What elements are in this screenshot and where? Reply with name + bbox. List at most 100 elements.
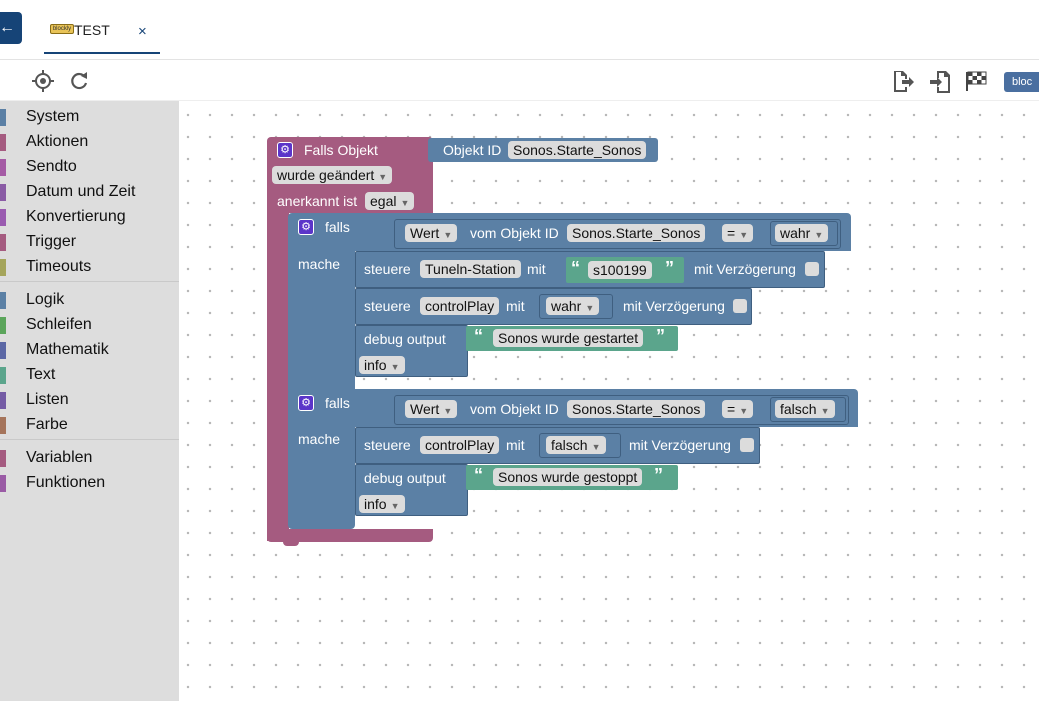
toolbar	[0, 61, 1039, 101]
category-system[interactable]: System	[0, 105, 179, 130]
gear-icon[interactable]: ⚙	[298, 395, 314, 411]
category-schleifen[interactable]: Schleifen	[0, 313, 179, 338]
blockly-thumb-icon: blockly	[50, 24, 74, 34]
if1-falls-label: falls	[325, 219, 350, 235]
trigger-block-tab	[283, 540, 299, 546]
gear-icon[interactable]: ⚙	[277, 142, 293, 158]
dropdown-arrow-icon: ▼	[390, 362, 400, 372]
debug-level-dropdown[interactable]: info▼	[359, 495, 405, 513]
category-label: Datum und Zeit	[26, 183, 136, 200]
object-id-field[interactable]: Sonos.Starte_Sonos	[508, 141, 647, 159]
category-variablen[interactable]: Variablen	[0, 446, 179, 471]
category-color-bar	[0, 109, 6, 126]
trigger-block-bottom	[267, 529, 433, 542]
category-text[interactable]: Text	[0, 363, 179, 388]
op-value: =	[727, 401, 736, 417]
category-label: Konvertierung	[26, 208, 126, 225]
dropdown-arrow-icon: ▼	[390, 501, 400, 511]
category-color-bar	[0, 317, 6, 334]
import-icon[interactable]	[929, 69, 953, 93]
debug-level-dropdown[interactable]: info▼	[359, 356, 405, 374]
if1-wert-dropdown[interactable]: Wert▼	[405, 224, 458, 242]
text-block[interactable]: “ Sonos wurde gestoppt ”	[466, 465, 678, 490]
divider	[0, 281, 179, 282]
checkered-flag-icon[interactable]	[964, 69, 988, 93]
bool-value: wahr	[551, 298, 582, 314]
if2-object-id-field[interactable]: Sonos.Starte_Sonos	[567, 400, 706, 418]
category-color-bar	[0, 209, 6, 226]
dropdown-arrow-icon: ▼	[443, 406, 453, 416]
divider	[0, 439, 179, 440]
category-funktionen[interactable]: Funktionen	[0, 471, 179, 496]
debug-block-2[interactable]: debug output info▼	[355, 464, 468, 516]
dropdown-arrow-icon: ▼	[443, 230, 453, 240]
debug-block-1[interactable]: debug output info▼	[355, 325, 468, 377]
text-block[interactable]: “ s100199 ”	[566, 257, 684, 283]
quote-close-icon: ”	[654, 465, 663, 485]
category-listen[interactable]: Listen	[0, 388, 179, 413]
changed-dropdown[interactable]: wurde geändert▼	[272, 166, 393, 184]
text-value-field[interactable]: Sonos wurde gestartet	[493, 329, 644, 347]
debug-output-label: debug output	[364, 470, 446, 486]
text-value-field[interactable]: Sonos wurde gestoppt	[493, 468, 643, 486]
mit-label: mit	[506, 298, 525, 314]
object-id-block[interactable]: Objekt ID Sonos.Starte_Sonos	[428, 138, 658, 162]
category-konvertierung[interactable]: Konvertierung	[0, 205, 179, 230]
category-label: Listen	[26, 391, 69, 408]
target-field[interactable]: controlPlay	[420, 436, 500, 454]
quote-close-icon: ”	[656, 326, 665, 346]
if2-op-dropdown[interactable]: =▼	[722, 400, 754, 418]
ack-value: egal	[370, 193, 397, 209]
text-block[interactable]: “ Sonos wurde gestartet ”	[466, 326, 678, 351]
gear-icon[interactable]: ⚙	[298, 219, 314, 235]
bool-dropdown[interactable]: wahr▼	[546, 297, 600, 315]
category-logik[interactable]: Logik	[0, 288, 179, 313]
category-color-bar	[0, 450, 6, 467]
category-sendto[interactable]: Sendto	[0, 155, 179, 180]
export-icon[interactable]	[891, 69, 915, 93]
ack-dropdown[interactable]: egal▼	[365, 192, 415, 210]
if1-spine	[288, 251, 355, 380]
control-block-stop[interactable]: steuere controlPlay mit falsch▼ mit Verz…	[355, 427, 760, 464]
text-value-field[interactable]: s100199	[588, 261, 652, 279]
if1-op-dropdown[interactable]: =▼	[722, 224, 754, 242]
if2-wert-dropdown[interactable]: Wert▼	[405, 400, 458, 418]
bool-dropdown[interactable]: falsch▼	[546, 436, 606, 454]
control-block-tunein[interactable]: steuere Tuneln-Station mit “ s100199 ” m…	[355, 251, 825, 288]
category-farbe[interactable]: Farbe	[0, 413, 179, 438]
if2-bool-dropdown[interactable]: falsch▼	[775, 400, 835, 418]
back-button[interactable]: ←	[0, 12, 22, 44]
control-block-play[interactable]: steuere controlPlay mit wahr▼ mit Verzög…	[355, 288, 752, 325]
category-color-bar	[0, 342, 6, 359]
category-trigger[interactable]: Trigger	[0, 230, 179, 255]
changed-value: wurde geändert	[277, 167, 375, 183]
if2-falls-label: falls	[325, 395, 350, 411]
category-datum-und-zeit[interactable]: Datum und Zeit	[0, 180, 179, 205]
category-mathematik[interactable]: Mathematik	[0, 338, 179, 363]
category-aktionen[interactable]: Aktionen	[0, 130, 179, 155]
if2-bottom	[288, 515, 355, 529]
tab-test[interactable]: blockly TEST ×	[44, 14, 160, 54]
if1-object-id-field[interactable]: Sonos.Starte_Sonos	[567, 224, 706, 242]
dropdown-arrow-icon: ▼	[820, 406, 830, 416]
target-field[interactable]: Tuneln-Station	[420, 260, 521, 278]
target-field[interactable]: controlPlay	[420, 297, 500, 315]
delay-checkbox[interactable]	[740, 438, 754, 452]
trigger-block-spine	[267, 213, 289, 541]
category-label: Farbe	[26, 416, 68, 433]
delay-checkbox[interactable]	[805, 262, 819, 276]
category-color-bar	[0, 184, 6, 201]
category-color-bar	[0, 234, 6, 251]
crosshair-icon[interactable]	[31, 69, 55, 93]
if1-bool-dropdown[interactable]: wahr▼	[775, 224, 829, 242]
category-timeouts[interactable]: Timeouts	[0, 255, 179, 280]
dropdown-arrow-icon: ▼	[814, 230, 824, 240]
category-color-bar	[0, 392, 6, 409]
category-label: Funktionen	[26, 474, 106, 491]
category-label: Mathematik	[26, 341, 109, 358]
refresh-icon[interactable]	[67, 69, 91, 93]
blockly-badge[interactable]: bloc	[1004, 72, 1039, 92]
level-value: info	[364, 496, 387, 512]
close-icon[interactable]: ×	[138, 23, 147, 40]
delay-checkbox[interactable]	[733, 299, 747, 313]
